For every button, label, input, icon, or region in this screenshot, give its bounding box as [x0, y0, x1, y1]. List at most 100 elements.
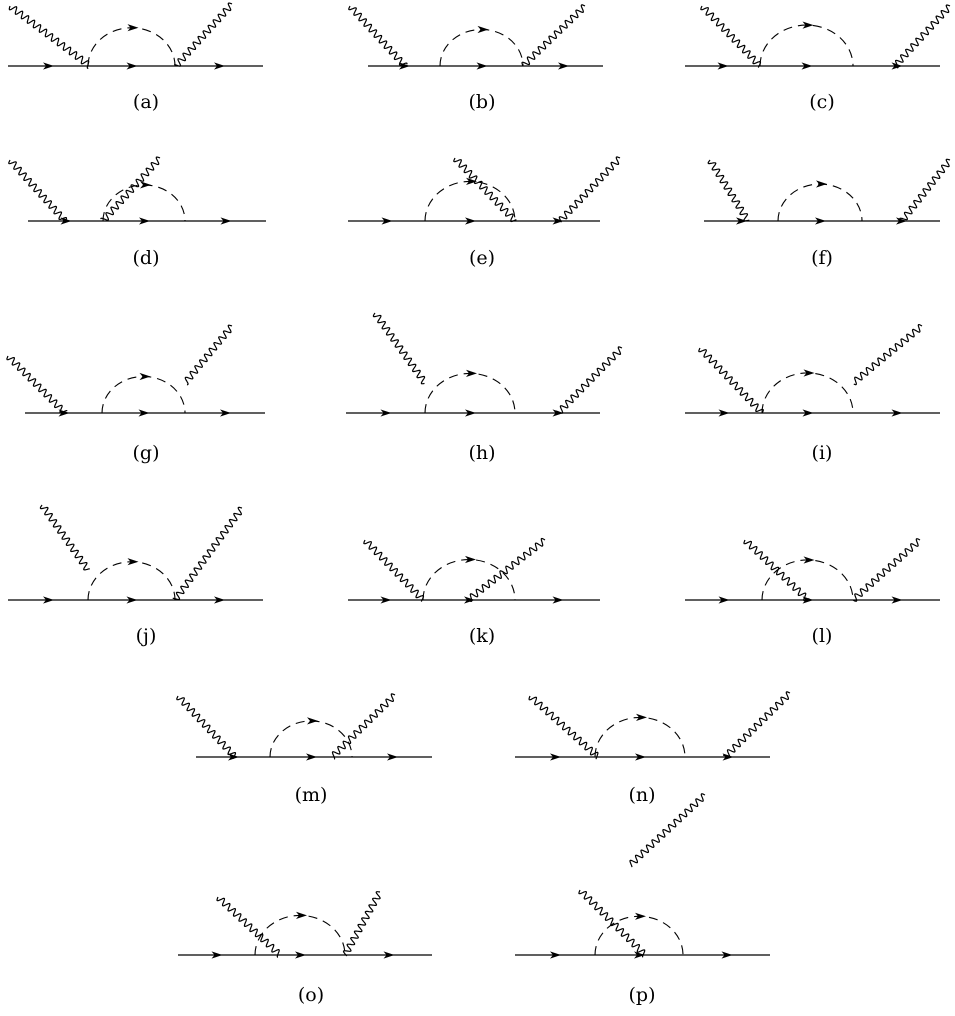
fermion-arrow [138, 409, 150, 417]
scalar-arrow [465, 555, 476, 564]
diagram-label-j: (j) [136, 625, 157, 647]
photon-line-in [707, 159, 750, 222]
diagram-label-g: (g) [133, 442, 160, 464]
fermion-arrow [220, 409, 231, 417]
fermion-arrow [214, 62, 225, 70]
diagram-label-n: (n) [628, 784, 655, 806]
diagram-j: (j) [8, 504, 263, 647]
fermion-arrow [126, 62, 138, 70]
photon-line-out [899, 158, 951, 221]
diagram-label-c: (c) [809, 91, 834, 113]
photon-line-out [184, 324, 233, 386]
fermion-arrow [550, 753, 561, 761]
diagram-label-e: (e) [469, 247, 495, 269]
photon-line-out [342, 891, 381, 957]
fermion-arrow [891, 596, 903, 604]
scalar-arrow [816, 180, 827, 188]
diagram-label-b: (b) [469, 91, 496, 113]
photon-line-in [743, 539, 810, 602]
diagram-e: (e) [348, 156, 621, 269]
fermion-arrow [464, 596, 475, 604]
scalar-loop [759, 24, 854, 67]
diagram-c: (c) [685, 4, 951, 113]
scalar-loop [424, 372, 516, 414]
fermion-arrow [381, 217, 393, 225]
scalar-loop [254, 914, 346, 956]
photon-line-in [216, 896, 280, 958]
photon-line-out [629, 793, 706, 868]
photon-line-out [558, 156, 621, 223]
diagram-label-m: (m) [295, 784, 328, 806]
photon-line-out [467, 537, 546, 603]
diagram-p: (p) [515, 793, 770, 1006]
scalar-arrow [139, 372, 151, 381]
fermion-arrow [891, 62, 903, 70]
scalar-arrow [296, 911, 307, 919]
scalar-loop [87, 561, 176, 601]
scalar-loop [101, 376, 186, 414]
diagram-l: (l) [685, 538, 940, 647]
fermion-arrow [558, 62, 569, 70]
photon-line-in [363, 539, 425, 602]
scalar-arrow [635, 912, 646, 920]
diagram-label-a: (a) [133, 91, 159, 113]
diagram-label-k: (k) [469, 625, 495, 647]
scalar-loop [424, 180, 516, 222]
photon-line-in [8, 159, 68, 221]
diagram-label-p: (p) [629, 984, 656, 1006]
diagram-i: (i) [685, 323, 940, 464]
scalar-loop [87, 27, 176, 67]
photon-line-in [698, 347, 764, 413]
diagram-g: (g) [6, 324, 265, 464]
fermion-arrow [211, 951, 223, 959]
diagram-a: (a) [8, 2, 263, 113]
photon-line-in [6, 355, 68, 414]
fermion-arrow [380, 409, 392, 417]
scalar-arrow [127, 24, 139, 32]
scalar-arrow [140, 181, 151, 189]
fermion-arrow [815, 217, 826, 225]
photon-line-out [852, 538, 921, 602]
fermion-arrow [552, 596, 564, 604]
scalar-loop [439, 29, 524, 67]
diagram-d: (d) [8, 156, 266, 269]
fermion-arrow [801, 62, 813, 70]
photon-line-in [578, 889, 646, 958]
fermion-arrow [60, 217, 72, 225]
fermion-arrow [718, 596, 730, 604]
photon-line-in [39, 504, 90, 571]
scalar-arrow [636, 713, 647, 721]
diagram-label-l: (l) [812, 625, 833, 647]
photon-line-in [700, 5, 762, 68]
fermion-arrow [634, 951, 645, 959]
scalar-arrow [477, 25, 489, 34]
photon-line-in [372, 312, 426, 385]
fermion-arrow [306, 753, 317, 761]
fermion-arrow [380, 596, 392, 604]
fermion-arrow [552, 409, 564, 417]
fermion-arrow [387, 753, 398, 761]
scalar-arrow [466, 369, 477, 377]
photon-line-out [174, 2, 233, 67]
diagram-label-d: (d) [133, 247, 160, 269]
fermion-arrow [465, 217, 476, 225]
fermion-arrow [736, 217, 747, 225]
fermion-arrow [139, 217, 150, 225]
scalar-loop [422, 558, 516, 601]
scalar-arrow [307, 717, 318, 725]
photon-line-out [555, 346, 623, 414]
fermion-arrow [896, 217, 907, 225]
photon-line-out [853, 323, 923, 386]
diagram-b: (b) [348, 4, 603, 113]
diagram-o: (o) [178, 891, 432, 1006]
diagram-h: (h) [346, 312, 623, 464]
photon-line-out [172, 506, 243, 601]
fermion-arrow [717, 62, 729, 70]
fermion-arrow [383, 951, 395, 959]
diagram-k: (k) [348, 537, 600, 647]
photon-line-in [348, 5, 408, 66]
scalar-arrow [127, 558, 139, 566]
fermion-arrow [465, 409, 476, 417]
diagram-m: (m) [176, 693, 432, 806]
scalar-arrow [466, 177, 477, 185]
